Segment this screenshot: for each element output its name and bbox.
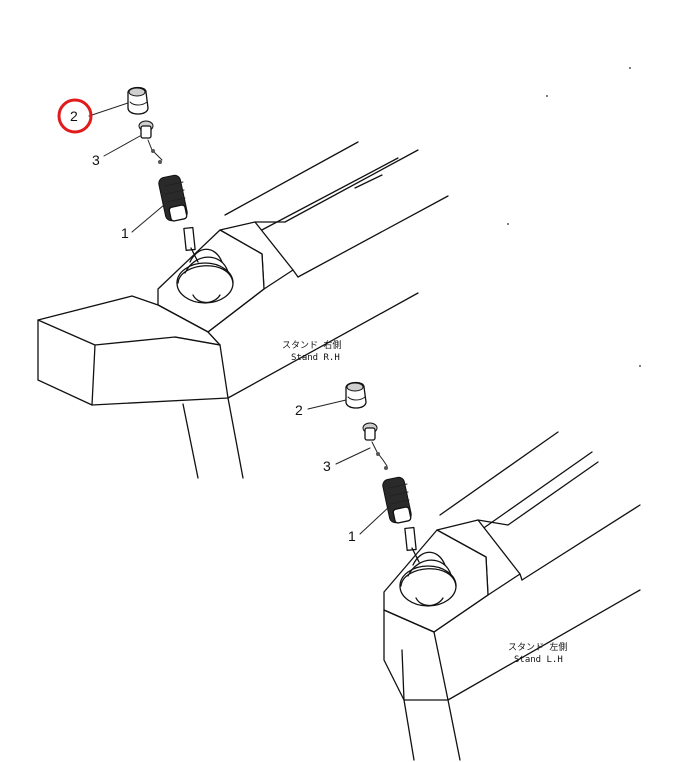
highlight-circle <box>57 98 93 134</box>
stand-left-structure <box>383 431 641 761</box>
callout-boot-left: 1 <box>348 528 356 544</box>
stand-right-structure <box>37 141 449 479</box>
leader-pin-right <box>103 135 141 157</box>
pin-part-3-left <box>362 422 388 470</box>
callout-boot-right: 1 <box>121 225 129 241</box>
speck <box>629 67 631 69</box>
leader-cap-left <box>307 399 347 410</box>
callout-pin-right: 3 <box>92 152 100 168</box>
speck <box>507 223 509 225</box>
speck <box>639 365 641 367</box>
rubber-boot-left <box>399 565 457 607</box>
lever-right <box>127 86 199 263</box>
leader-boot-right <box>131 204 165 233</box>
speck <box>546 95 548 97</box>
knob-part-1-left <box>382 476 412 524</box>
cap-part-2-right <box>127 86 149 115</box>
stand-top-right <box>37 295 221 346</box>
pin-part-3-right <box>138 120 163 164</box>
stand-right-en: Stand R.H <box>291 353 340 363</box>
lever-left <box>345 381 420 563</box>
knob-part-1-right <box>158 174 188 222</box>
stand-left-en: Stand L.H <box>514 655 563 665</box>
leader-cap-right <box>88 102 129 117</box>
leader-pin-left <box>335 447 371 465</box>
callout-cap-left: 2 <box>295 402 303 418</box>
leader-boot-left <box>359 505 391 535</box>
cap-part-2-left <box>345 381 367 409</box>
stand-left-jp: スタンド 左側 <box>508 641 567 653</box>
callout-cap-right: 2 <box>70 108 78 124</box>
rubber-boot-right <box>176 262 234 304</box>
stand-right-jp: スタンド 右側 <box>282 339 341 351</box>
callout-pin-left: 3 <box>323 458 331 474</box>
